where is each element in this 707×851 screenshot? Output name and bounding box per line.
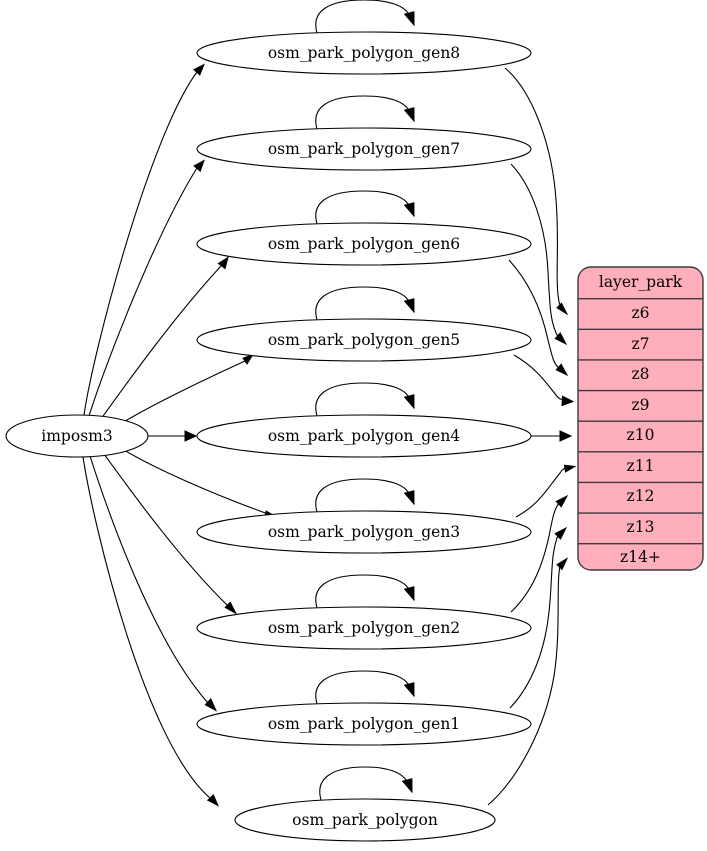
node-gen6[interactable]: osm_park_polygon_gen6 xyxy=(196,222,532,266)
node-gen7[interactable]: osm_park_polygon_gen7 xyxy=(196,127,532,171)
edge-imposm3-to-base xyxy=(82,456,220,807)
table-row-z6[interactable]: z6 xyxy=(631,304,649,322)
node-gen2[interactable]: osm_park_polygon_gen2 xyxy=(196,606,532,650)
edge-gen7-to-z7 xyxy=(510,163,568,346)
node-gen4-shape[interactable] xyxy=(196,414,532,458)
node-gen3[interactable]: osm_park_polygon_gen3 xyxy=(196,510,532,554)
table-row-z11[interactable]: z11 xyxy=(627,457,655,475)
node-imposm3-label: imposm3 xyxy=(41,427,112,445)
edge-imposm3-to-gen4 xyxy=(148,430,198,442)
node-gen1[interactable]: osm_park_polygon_gen1 xyxy=(196,702,532,746)
node-gen5-shape[interactable] xyxy=(196,318,532,362)
self-loop-base xyxy=(319,766,413,801)
edge-gen3-to-z11 xyxy=(515,464,577,518)
node-gen2-shape[interactable] xyxy=(196,606,532,650)
node-gen5[interactable]: osm_park_polygon_gen5 xyxy=(196,318,532,362)
node-gen5-label: osm_park_polygon_gen5 xyxy=(268,331,460,349)
node-gen2-label: osm_park_polygon_gen2 xyxy=(268,619,460,637)
self-loop-gen2 xyxy=(315,574,415,609)
edge-gen1-to-z13 xyxy=(509,526,568,709)
node-gen6-shape[interactable] xyxy=(196,222,532,266)
edge-gen6-to-z8 xyxy=(508,259,569,377)
node-gen8-label: osm_park_polygon_gen8 xyxy=(268,44,460,62)
node-base-label: osm_park_polygon xyxy=(292,811,438,829)
node-gen1-label: osm_park_polygon_gen1 xyxy=(268,715,460,733)
node-imposm3-shape[interactable] xyxy=(5,414,149,458)
self-loop-gen6 xyxy=(315,190,415,225)
edge-group-nodes-to-table xyxy=(487,67,577,806)
table-row-z9[interactable]: z9 xyxy=(631,396,649,414)
table-row-z12[interactable]: z12 xyxy=(627,487,655,505)
edge-imposm3-to-gen2 xyxy=(103,453,238,615)
node-base-shape[interactable] xyxy=(234,798,496,842)
table-layer-park[interactable]: layer_park z6 z7 z8 z9 z10 z11 z12 z13 z… xyxy=(577,266,704,571)
node-gen3-label: osm_park_polygon_gen3 xyxy=(268,523,460,541)
node-gen6-label: osm_park_polygon_gen6 xyxy=(268,235,460,253)
table-row-z7[interactable]: z7 xyxy=(631,335,649,353)
table-layer-park-body xyxy=(577,266,704,571)
node-gen1-shape[interactable] xyxy=(196,702,532,746)
node-imposm3[interactable]: imposm3 xyxy=(5,414,149,458)
self-loop-group xyxy=(315,0,415,801)
node-gen8[interactable]: osm_park_polygon_gen8 xyxy=(196,31,532,75)
node-gen7-label: osm_park_polygon_gen7 xyxy=(268,140,460,158)
self-loop-gen5 xyxy=(315,286,415,321)
table-row-z10[interactable]: z10 xyxy=(627,426,655,444)
self-loop-gen3 xyxy=(315,478,415,513)
edge-gen8-to-z6 xyxy=(504,67,569,316)
self-loop-gen1 xyxy=(315,670,415,705)
edge-group-source-to-nodes xyxy=(82,63,279,807)
table-row-z13[interactable]: z13 xyxy=(627,518,655,536)
edge-imposm3-to-gen1 xyxy=(89,455,218,712)
table-row-z8[interactable]: z8 xyxy=(631,365,649,383)
self-loop-gen4 xyxy=(315,382,415,417)
self-loop-gen8 xyxy=(315,0,415,34)
node-gen4[interactable]: osm_park_polygon_gen4 xyxy=(196,414,532,458)
edge-imposm3-to-gen6 xyxy=(100,256,229,420)
edge-gen4-to-z10 xyxy=(531,430,573,442)
edge-imposm3-to-gen5 xyxy=(121,353,255,424)
table-row-z14plus[interactable]: z14+ xyxy=(620,548,661,566)
self-loop-gen7 xyxy=(315,95,415,130)
edge-imposm3-to-gen3 xyxy=(123,449,279,518)
node-gen4-label: osm_park_polygon_gen4 xyxy=(268,427,460,445)
table-header-label: layer_park xyxy=(599,273,683,291)
edge-base-to-z14 xyxy=(487,557,569,806)
edge-gen5-to-z9 xyxy=(513,354,575,407)
node-gen7-shape[interactable] xyxy=(196,127,532,171)
node-gen3-shape[interactable] xyxy=(196,510,532,554)
node-gen8-shape[interactable] xyxy=(196,31,532,75)
edge-imposm3-to-gen7 xyxy=(88,159,205,417)
edge-imposm3-to-gen8 xyxy=(83,63,205,416)
edge-gen2-to-z12 xyxy=(510,494,569,613)
node-base[interactable]: osm_park_polygon xyxy=(234,798,496,842)
